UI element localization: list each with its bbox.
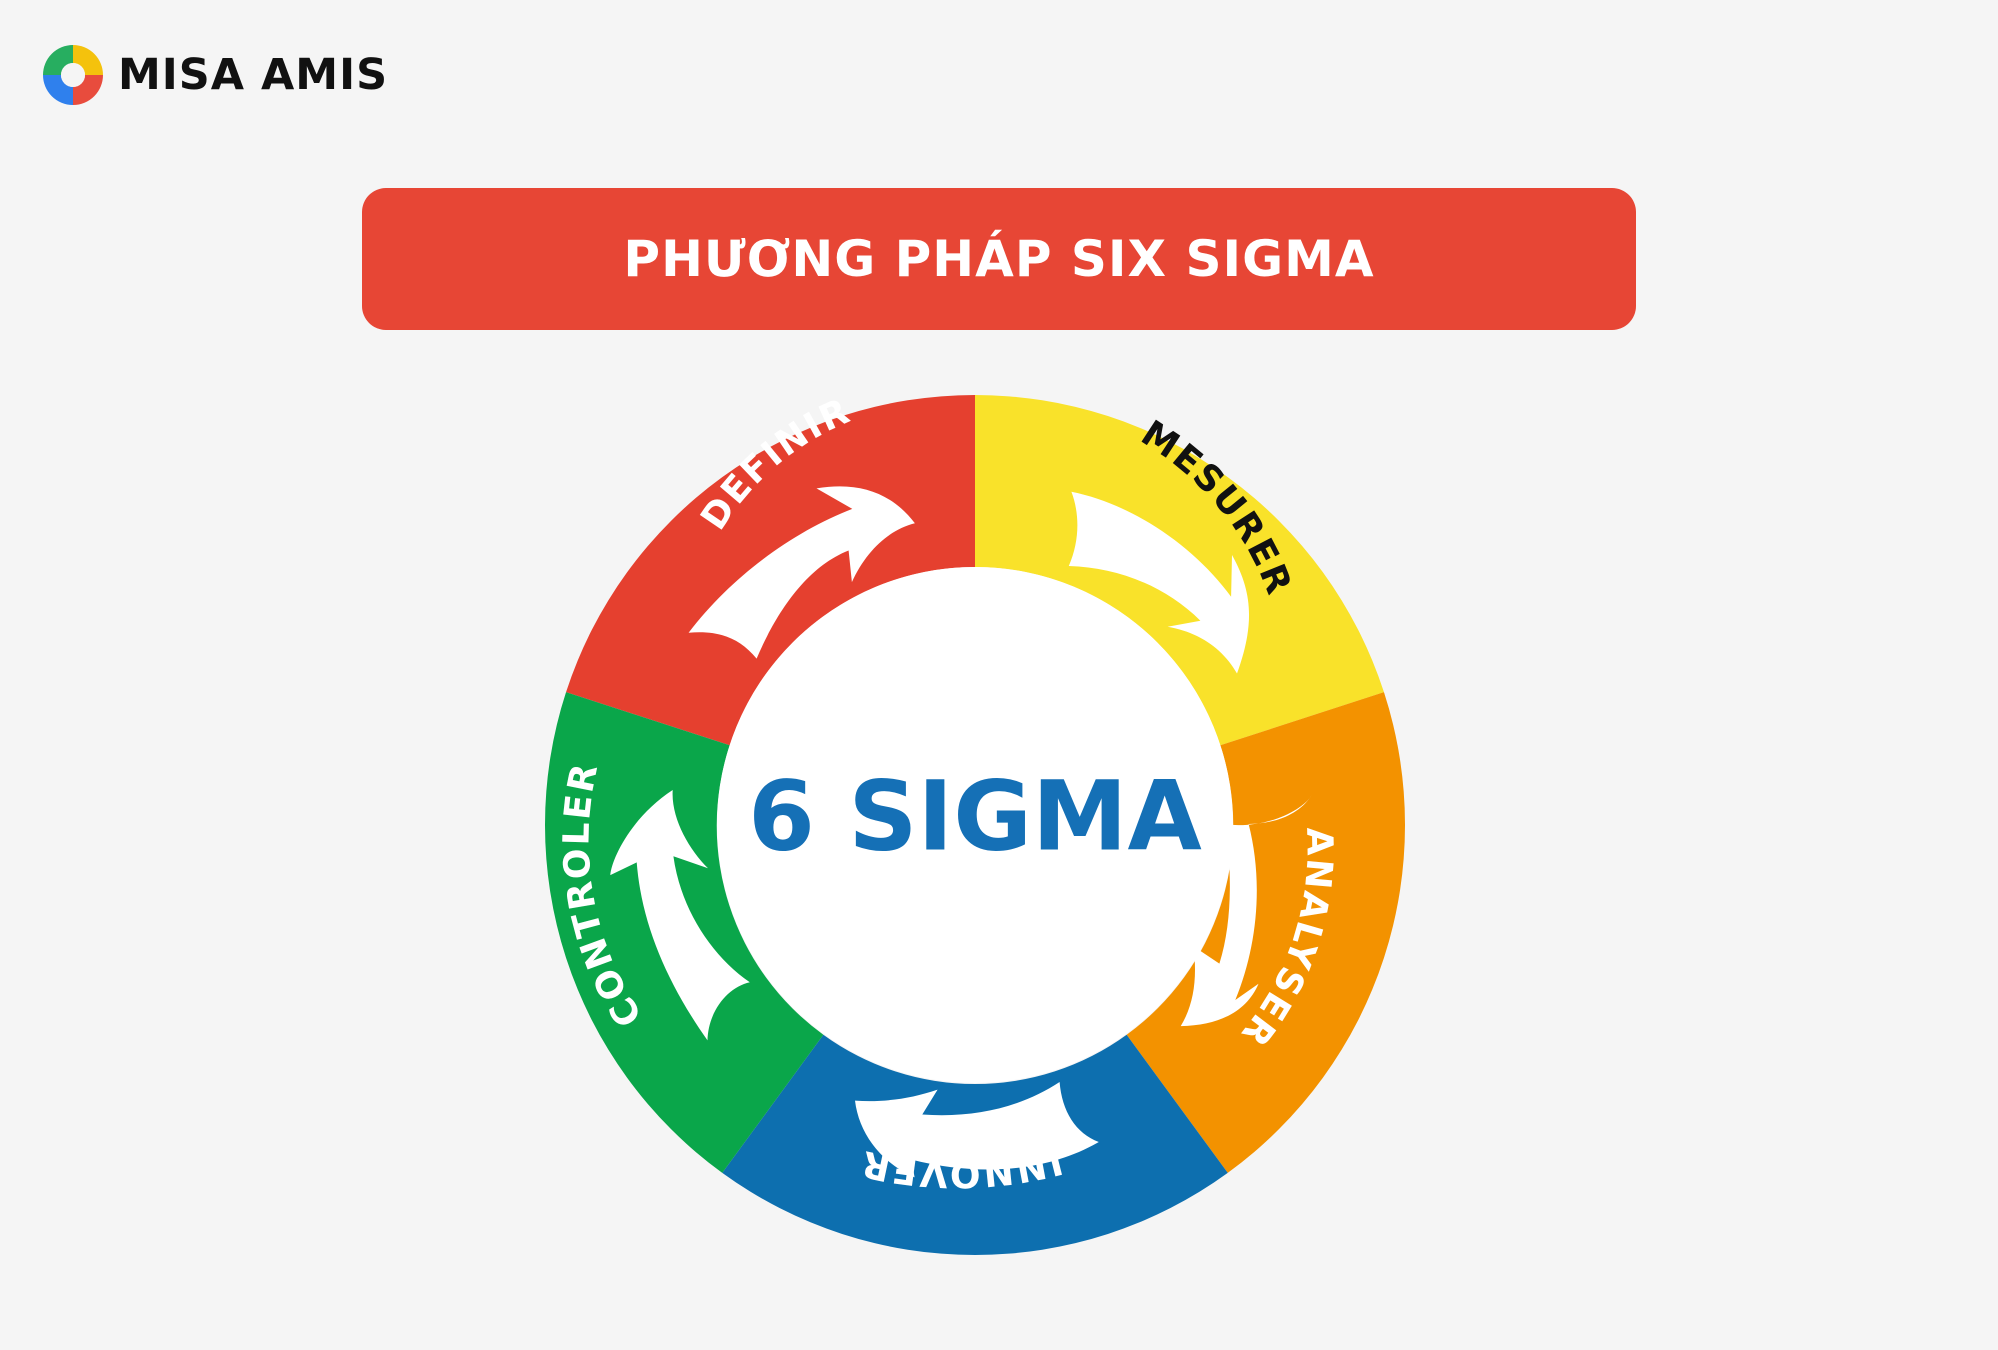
cycle-arrows <box>610 486 1312 1178</box>
arrow-analyser <box>1180 795 1312 1027</box>
segment-analyser <box>1126 692 1406 1173</box>
arrow-mesurer <box>1068 491 1250 674</box>
brand-logo: MISA AMIS <box>40 40 388 110</box>
title-banner: PHƯƠNG PHÁP SIX SIGMA <box>362 188 1636 330</box>
misa-logo-icon <box>43 45 103 105</box>
arrow-definir <box>688 486 915 659</box>
page-title: PHƯƠNG PHÁP SIX SIGMA <box>623 230 1375 288</box>
center-label: 6 SIGMA <box>748 760 1202 872</box>
brand-name: MISA AMIS <box>118 50 389 100</box>
center-circle <box>717 567 1233 1083</box>
arrow-innover <box>855 1082 1099 1178</box>
arrow-controler <box>610 790 750 1041</box>
